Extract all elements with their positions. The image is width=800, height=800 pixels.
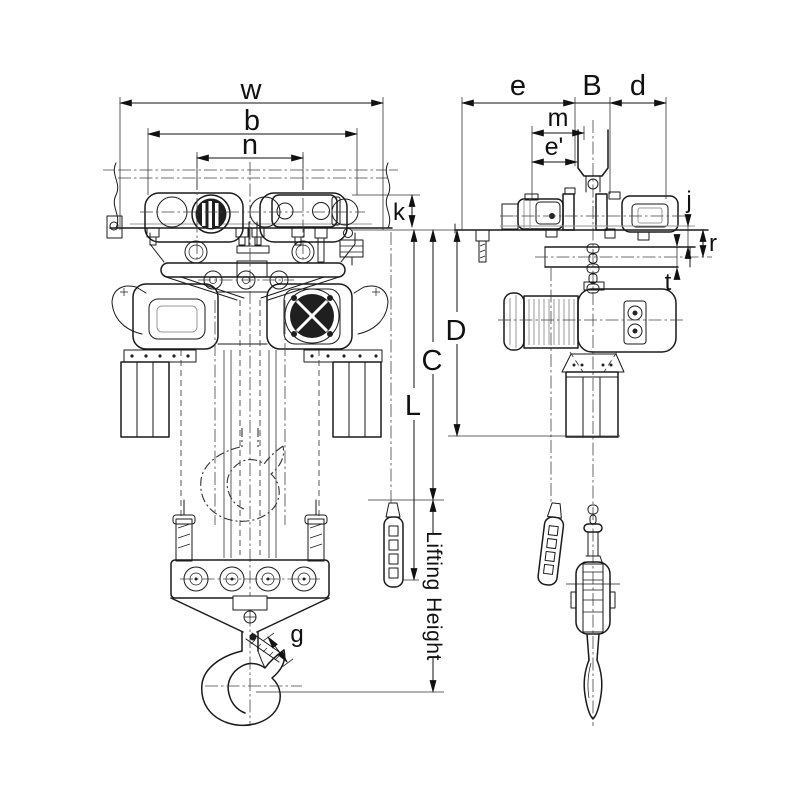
front-hoist-body — [111, 283, 389, 350]
label-d-upper: D — [446, 315, 467, 347]
front-chain-containers — [120, 349, 383, 438]
front-view: w b n k L — [103, 74, 462, 727]
front-trolley — [106, 155, 365, 266]
dim-g: g — [262, 621, 304, 668]
latch-pivot — [249, 633, 257, 641]
dim-b: b — [146, 105, 359, 195]
side-chain-container — [561, 353, 625, 438]
label-lifting-height: Lifting Height — [422, 531, 445, 661]
front-hook — [201, 631, 302, 727]
label-j: j — [685, 187, 691, 214]
dim-l: L — [402, 228, 428, 582]
dim-d-upper: D — [444, 228, 620, 438]
dim-m: m — [530, 104, 586, 200]
side-view: e B d m e' j — [444, 70, 717, 726]
label-r: r — [709, 230, 717, 257]
front-pendant-control — [383, 232, 404, 588]
label-c: C — [422, 345, 443, 377]
front-hook-block — [170, 499, 330, 633]
dim-r: r — [699, 228, 717, 259]
label-g: g — [290, 621, 303, 648]
front-chain-falls — [180, 162, 320, 726]
dim-lifting-height: Lifting Height — [256, 498, 449, 694]
side-hoist-body — [500, 187, 692, 241]
label-m: m — [548, 104, 569, 132]
label-w: w — [240, 74, 263, 106]
label-e-prime: e' — [545, 133, 564, 161]
label-l: L — [405, 390, 421, 422]
label-d: d — [630, 70, 646, 102]
dim-w: w — [118, 74, 385, 230]
side-motor-assembly — [498, 281, 684, 373]
label-t: t — [665, 269, 672, 296]
front-beam — [103, 162, 398, 229]
side-rail — [454, 223, 712, 294]
dim-n: n — [195, 129, 305, 190]
dim-j: j — [684, 187, 692, 259]
label-n: n — [242, 129, 258, 161]
label-e: e — [510, 70, 526, 102]
label-k: k — [393, 199, 406, 226]
side-suspension-bracket — [577, 129, 609, 193]
side-pendant-control — [537, 502, 565, 586]
dim-b-upper: B — [575, 70, 610, 104]
dim-e-prime: e' — [530, 133, 579, 166]
dim-c: C — [368, 228, 445, 502]
dim-e: e — [460, 70, 577, 230]
side-hook-block — [566, 504, 620, 720]
dim-d: d — [608, 70, 668, 199]
label-b: b — [244, 105, 260, 137]
label-b-upper: B — [582, 70, 601, 102]
front-raised-hook-phantom — [200, 428, 285, 522]
dim-t: t — [665, 234, 681, 296]
dim-k: k — [352, 193, 420, 229]
